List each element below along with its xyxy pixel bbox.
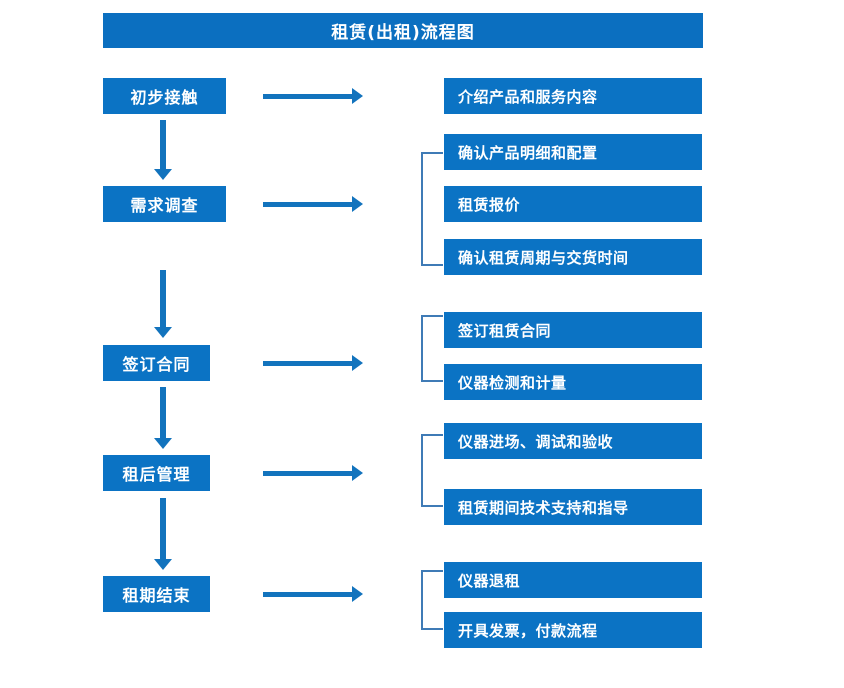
group-bracket-1 [421,152,443,266]
detail-box-确认租赁周期与交货时间[interactable]: 确认租赁周期与交货时间 [444,239,702,275]
vertical-arrow-4 [154,498,172,570]
horizontal-arrow-2 [263,196,363,212]
stage-box-签订合同[interactable]: 签订合同 [103,345,210,381]
horizontal-arrow-4 [263,465,363,481]
stage-box-需求调查[interactable]: 需求调查 [103,186,226,222]
vertical-arrow-1 [154,120,172,180]
detail-box-租赁报价[interactable]: 租赁报价 [444,186,702,222]
stage-box-租后管理[interactable]: 租后管理 [103,455,210,491]
detail-box-仪器检测和计量[interactable]: 仪器检测和计量 [444,364,702,400]
vertical-arrow-2 [154,270,172,338]
group-bracket-4 [421,570,443,630]
vertical-arrow-3 [154,387,172,449]
horizontal-arrow-1 [263,88,363,104]
page-title: 租赁(出租)流程图 [103,13,703,48]
detail-box-开具发票付款流程[interactable]: 开具发票，付款流程 [444,612,702,648]
horizontal-arrow-3 [263,355,363,371]
detail-box-签订租赁合同[interactable]: 签订租赁合同 [444,312,702,348]
horizontal-arrow-5 [263,586,363,602]
group-bracket-3 [421,434,443,507]
detail-box-介绍产品和服务内容[interactable]: 介绍产品和服务内容 [444,78,702,114]
stage-box-租期结束[interactable]: 租期结束 [103,576,210,612]
detail-box-确认产品明细和配置[interactable]: 确认产品明细和配置 [444,134,702,170]
detail-box-租赁期间技术支持和指导[interactable]: 租赁期间技术支持和指导 [444,489,702,525]
group-bracket-2 [421,315,443,382]
detail-box-仪器退租[interactable]: 仪器退租 [444,562,702,598]
detail-box-仪器进场调试和验收[interactable]: 仪器进场、调试和验收 [444,423,702,459]
stage-box-初步接触[interactable]: 初步接触 [103,78,226,114]
